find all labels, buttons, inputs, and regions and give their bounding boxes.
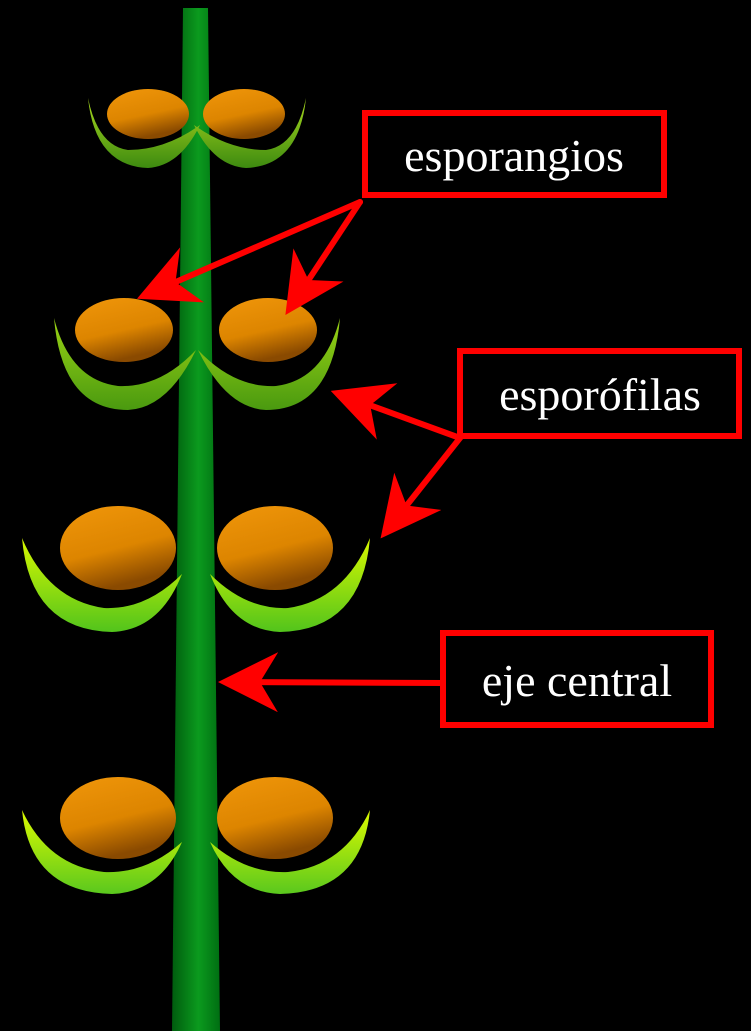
sporangium [75,298,173,362]
label-sporophylls: esporófilas [460,351,739,436]
sporangium [203,89,285,139]
sporangium [219,298,317,362]
sporangium [60,777,176,859]
arrow-icon [342,395,460,438]
sporangium [60,506,176,590]
sporangium [217,506,333,590]
label-text: eje central [482,655,672,706]
sporangium [217,777,333,859]
arrow-icon [388,438,460,529]
central-axis-stem [172,8,220,1031]
arrow-icon [230,682,443,683]
label-sporangia: esporangios [365,113,664,195]
label-central-axis: eje central [443,633,711,725]
sporangium [107,89,189,139]
label-text: esporangios [404,130,624,181]
label-text: esporófilas [499,369,701,420]
